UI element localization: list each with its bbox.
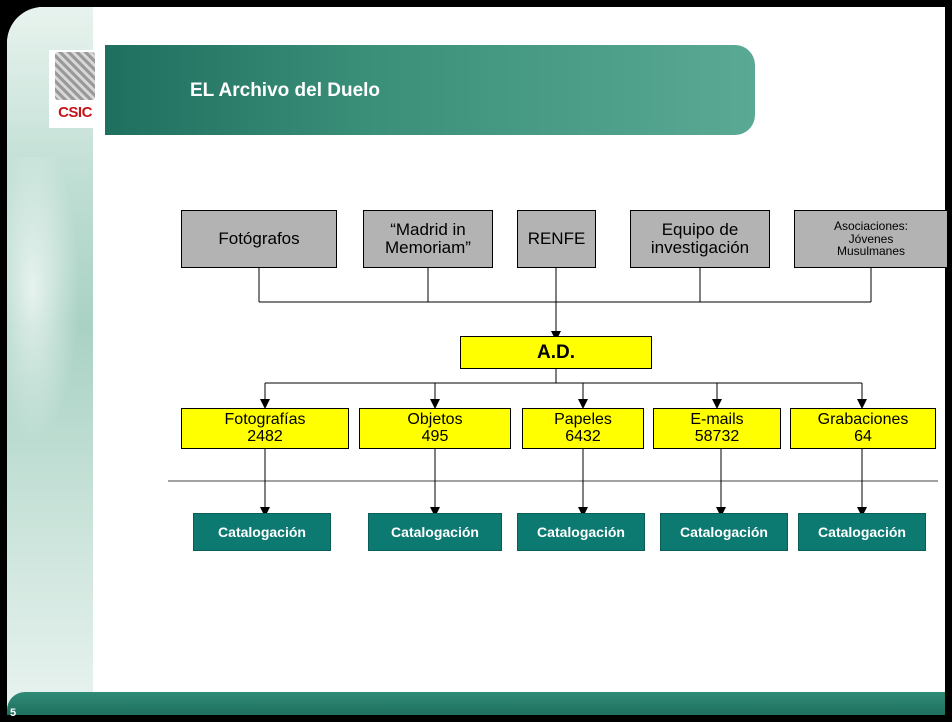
source-node: Asociaciones: Jóvenes Musulmanes bbox=[794, 210, 948, 268]
source-node: Fotógrafos bbox=[181, 210, 337, 268]
catalogacion-node: Catalogación bbox=[798, 513, 926, 551]
source-node: RENFE bbox=[517, 210, 596, 268]
category-node: Fotografías 2482 bbox=[181, 408, 349, 449]
page-number: 5 bbox=[10, 707, 17, 719]
catalogacion-node: Catalogación bbox=[517, 513, 645, 551]
csic-logo: CSIC bbox=[49, 50, 101, 128]
category-node: Grabaciones 64 bbox=[790, 408, 936, 449]
category-node: E-mails 58732 bbox=[653, 408, 781, 449]
category-node: Objetos 495 bbox=[359, 408, 511, 449]
source-node: “Madrid in Memoriam” bbox=[363, 210, 493, 268]
footer-bar bbox=[7, 692, 945, 715]
title-band bbox=[105, 45, 755, 135]
slide-title: EL Archivo del Duelo bbox=[190, 80, 381, 101]
logo-text: CSIC bbox=[58, 104, 92, 121]
catalogacion-node: Catalogación bbox=[368, 513, 502, 551]
emblem-icon bbox=[55, 52, 95, 100]
catalogacion-node: Catalogación bbox=[660, 513, 788, 551]
archive-node: A.D. bbox=[460, 336, 652, 369]
category-node: Papeles 6432 bbox=[522, 408, 644, 449]
source-node: Equipo de investigación bbox=[630, 210, 770, 268]
catalogacion-node: Catalogación bbox=[193, 513, 331, 551]
